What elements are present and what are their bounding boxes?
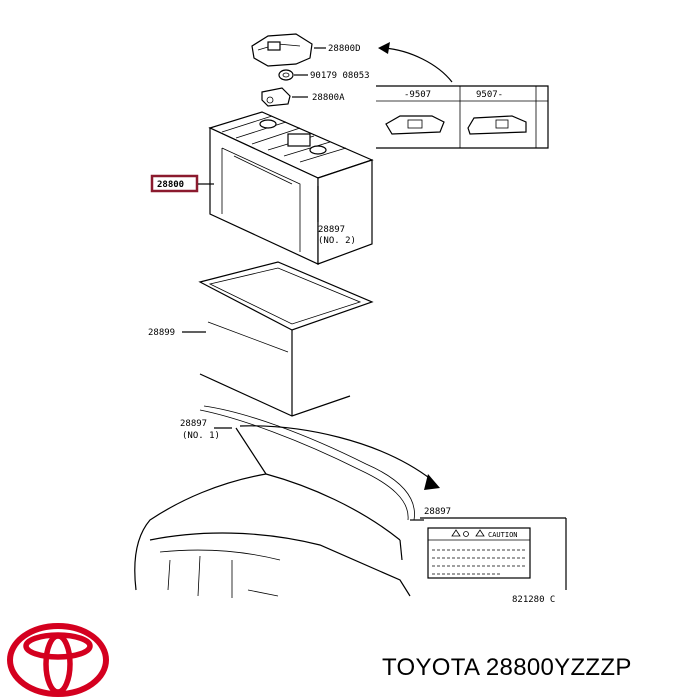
table-col-2: 9507- — [476, 90, 503, 100]
battery[interactable] — [208, 111, 374, 265]
battery-callout-box[interactable] — [150, 174, 199, 193]
arrow-icon — [424, 474, 440, 490]
cable-no1[interactable] — [199, 405, 415, 521]
clamp-variant-1 — [385, 115, 445, 135]
label-cable-no2: 28897 — [318, 225, 345, 235]
label-clamp: 28800A — [312, 93, 345, 103]
battery-clamp[interactable] — [261, 87, 291, 107]
battery-cover[interactable] — [251, 33, 313, 67]
toyota-logo — [7, 623, 109, 697]
vehicle-outline — [134, 425, 440, 598]
nut[interactable] — [278, 69, 294, 81]
label-cable-no1: 28897 — [180, 419, 207, 429]
part-number-title: TOYOTA 28800YZZZP — [382, 654, 632, 681]
label-cover: 28800D — [328, 44, 361, 54]
variant-table: -9507 9507- — [376, 85, 549, 149]
diagram-ref-code: 821280 C — [512, 595, 555, 605]
table-col-1: -9507 — [404, 90, 431, 100]
caution-text: CAUTION — [488, 531, 518, 539]
clamp-variant-2 — [467, 115, 527, 135]
label-cable-no2-sub: (NO. 2) — [318, 236, 356, 246]
label-nut: 90179 08053 — [310, 71, 370, 81]
arrow-icon — [378, 42, 390, 54]
caution-label[interactable]: 28897 CAUTION — [420, 507, 567, 590]
label-cable-no1-sub: (NO. 1) — [182, 431, 220, 441]
battery-tray[interactable] — [198, 261, 374, 417]
label-tray: 28899 — [148, 328, 175, 338]
label-caution-part: 28897 — [424, 507, 451, 517]
label-battery: 28800 — [157, 180, 184, 190]
